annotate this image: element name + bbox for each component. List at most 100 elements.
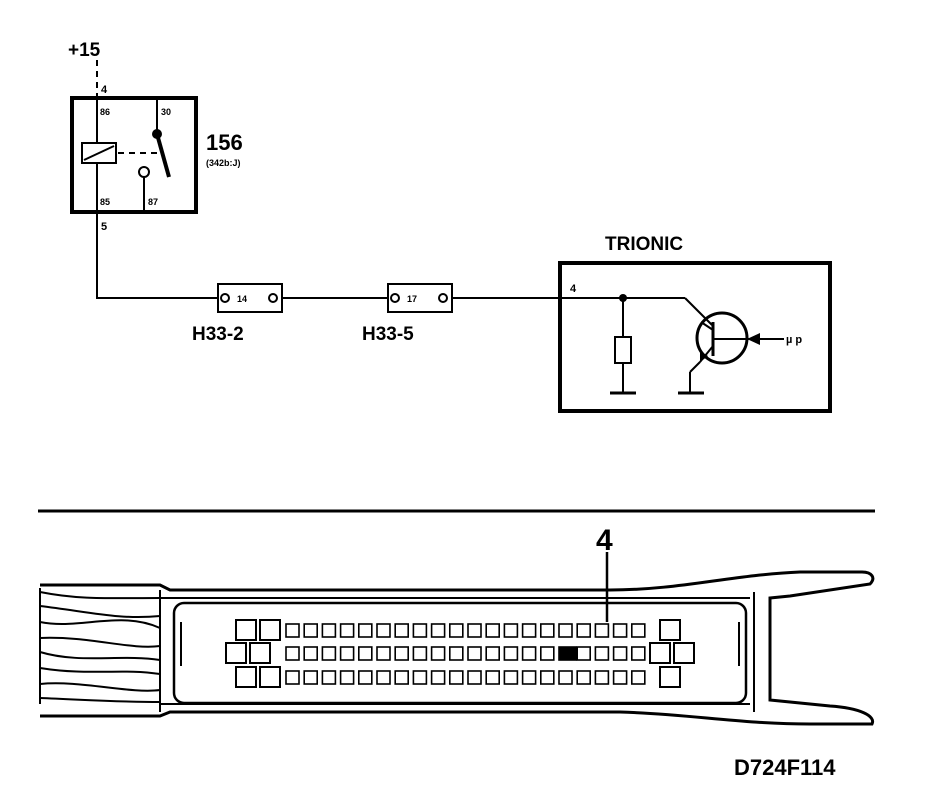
connector-pin bbox=[594, 646, 610, 661]
power-pin bbox=[659, 666, 681, 688]
connector-pin bbox=[467, 623, 482, 638]
connector-pin bbox=[467, 646, 482, 661]
connector-pin bbox=[539, 623, 555, 638]
connector-pin bbox=[321, 670, 337, 685]
connector-pin bbox=[503, 670, 519, 685]
transistor-collector bbox=[700, 321, 714, 331]
connector-h33-2-pin-in bbox=[220, 293, 230, 303]
connector-pin bbox=[412, 623, 428, 638]
connector-pin bbox=[485, 623, 501, 638]
relay-pin-30-label: 30 bbox=[161, 107, 171, 117]
connector-pin bbox=[394, 646, 410, 661]
housing-outer-shell bbox=[40, 570, 875, 726]
connector-pin bbox=[376, 670, 391, 685]
connector-pin bbox=[303, 623, 319, 638]
relay-pin-87-label: 87 bbox=[148, 197, 158, 207]
connector-pin bbox=[503, 646, 519, 661]
connector-pin bbox=[558, 623, 573, 638]
power-pin bbox=[259, 619, 281, 641]
connector-pin bbox=[539, 670, 555, 685]
trionic-ecu: TRIONIC 4 µ p bbox=[558, 234, 832, 413]
connector-h33-2: 14 H33-2 bbox=[192, 283, 283, 345]
relay-pin-86-label: 86 bbox=[100, 107, 110, 117]
connector-pin bbox=[485, 646, 501, 661]
transistor-emitter-lead bbox=[689, 361, 701, 373]
connector-pin bbox=[285, 646, 300, 661]
connector-pin bbox=[339, 646, 355, 661]
connector-pin bbox=[321, 646, 337, 661]
connector-pin bbox=[430, 623, 446, 638]
relay-wire-out-label: 5 bbox=[101, 221, 107, 233]
connector-pin bbox=[485, 670, 501, 685]
connector-pin bbox=[558, 670, 573, 685]
connector-pin bbox=[576, 646, 592, 661]
connector-pin bbox=[357, 646, 373, 661]
figure-id: D724F114 bbox=[734, 755, 836, 780]
connector-pin-highlighted bbox=[558, 646, 577, 661]
relay-pin-85-label: 85 bbox=[100, 197, 110, 207]
connector-pin bbox=[321, 623, 337, 638]
relay-location: (342b:J) bbox=[206, 158, 241, 168]
ecu-box bbox=[558, 261, 832, 413]
connector-pin bbox=[412, 670, 428, 685]
supply-label: +15 bbox=[68, 40, 101, 61]
power-pin bbox=[235, 619, 257, 641]
relay-number: 156 bbox=[206, 130, 243, 155]
wire-bundle bbox=[39, 588, 161, 704]
power-pin bbox=[659, 619, 681, 641]
connector-pin bbox=[430, 670, 446, 685]
transistor-emitter-arrow bbox=[700, 351, 708, 362]
connector-pin bbox=[394, 623, 410, 638]
connector-pin bbox=[612, 670, 628, 685]
connector-pin bbox=[594, 623, 610, 638]
power-pin bbox=[225, 642, 247, 664]
connector-pin bbox=[339, 670, 355, 685]
connector-pin bbox=[521, 646, 537, 661]
connector-pin bbox=[576, 623, 592, 638]
connector-pin bbox=[412, 646, 428, 661]
relay-coil-diagonal bbox=[83, 145, 115, 161]
relay-switch-arm bbox=[155, 133, 171, 178]
connector-h33-5-pin-out bbox=[438, 293, 448, 303]
connector-pin bbox=[448, 623, 464, 638]
connector-pin-rows bbox=[285, 623, 646, 685]
connector-pin bbox=[630, 623, 646, 638]
ecu-resistor bbox=[614, 336, 632, 364]
ecu-pin-label: 4 bbox=[570, 283, 577, 295]
connector-pin bbox=[630, 670, 646, 685]
connector-h33-5-pin: 17 bbox=[407, 294, 417, 304]
ecu-connector-housing: 4 bbox=[39, 524, 875, 726]
transistor-collector-lead bbox=[684, 297, 713, 326]
wire-relay-to-h33-2 bbox=[96, 212, 220, 299]
ecu-title: TRIONIC bbox=[605, 234, 683, 255]
power-pin bbox=[259, 666, 281, 688]
power-pin bbox=[235, 666, 257, 688]
relay-156: 4 86 30 85 87 156 (342b:J) bbox=[70, 84, 243, 214]
connector-pin bbox=[448, 646, 464, 661]
connector-pin bbox=[467, 670, 482, 685]
connector-pin bbox=[357, 670, 373, 685]
highlight-pin-label: 4 bbox=[596, 524, 613, 557]
power-pin bbox=[249, 642, 271, 664]
connector-h33-2-name: H33-2 bbox=[192, 324, 244, 345]
relay-wire-in-label: 4 bbox=[101, 84, 108, 96]
connector-pin bbox=[394, 670, 410, 685]
connector-pin bbox=[376, 646, 391, 661]
ecu-input-label: µ p bbox=[786, 334, 802, 346]
connector-h33-5-pin-in bbox=[390, 293, 400, 303]
connector-pin bbox=[630, 646, 646, 661]
base-input-arrow bbox=[747, 333, 760, 345]
connector-pin bbox=[339, 623, 355, 638]
connector-pin bbox=[285, 670, 300, 685]
connector-pin bbox=[303, 646, 319, 661]
relay-box bbox=[70, 96, 198, 214]
connector-pin bbox=[285, 623, 300, 638]
connector-pin bbox=[503, 623, 519, 638]
connector-h33-5-name: H33-5 bbox=[362, 324, 414, 345]
connector-pin bbox=[539, 646, 555, 661]
connector-pin bbox=[521, 670, 537, 685]
connector-h33-2-pin-out bbox=[268, 293, 278, 303]
power-pin bbox=[673, 642, 695, 664]
connector-pin bbox=[594, 670, 610, 685]
